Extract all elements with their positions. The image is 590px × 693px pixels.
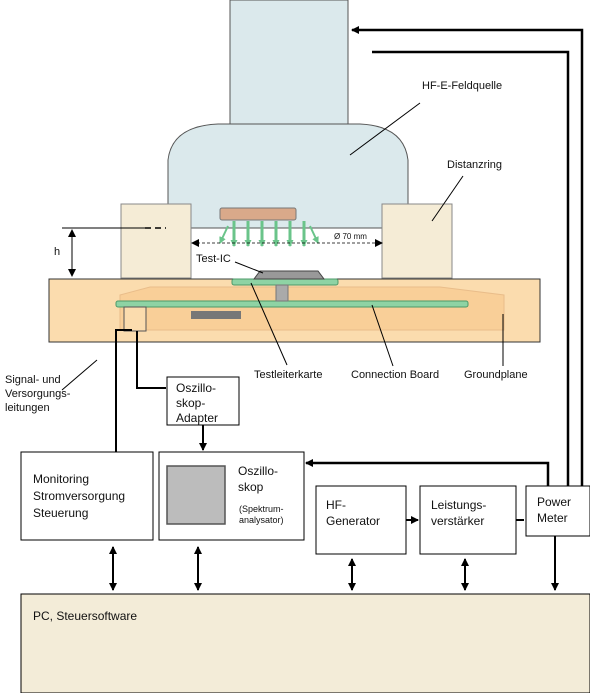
test-board (231, 278, 339, 286)
h-label: h (54, 246, 60, 258)
diameter-label: Ø 70 mm (334, 232, 367, 241)
signal-connector (123, 306, 147, 332)
adapter-wire (136, 331, 166, 389)
test-ic-label: Test-IC (196, 253, 231, 265)
source-label: HF-E-Feldquelle (422, 80, 502, 92)
field-lines (219, 221, 319, 247)
distance-ring-left (120, 203, 192, 279)
e-field-source (167, 0, 409, 229)
spectrum-analyzer-label: (Spektrum- analysator) (239, 504, 286, 525)
oscilloscope-adapter-label: Oszillo- skop- Adapter (176, 381, 219, 425)
board-connector (275, 284, 289, 302)
hf-generator-label: HF- Generator (326, 498, 380, 528)
monitoring-wire (115, 329, 132, 455)
connection-board-label: Connection Board (351, 369, 439, 381)
pc-label: PC, Steuersoftware (33, 609, 137, 623)
field-probe (219, 207, 297, 221)
pc-box (20, 593, 590, 693)
oscilloscope-adapter-box (166, 376, 240, 426)
power-meter-label: Power Meter (537, 495, 574, 525)
oscilloscope-label: Oszillo- skop (238, 464, 281, 494)
ring-label: Distanzring (447, 159, 502, 171)
source-to-meter-line (372, 50, 570, 486)
connection-board (115, 300, 469, 308)
groundplane-label: Groundplane (464, 369, 528, 381)
monitoring-label: Monitoring Stromversorgung Steuerung (33, 472, 128, 520)
power-meter-box (525, 485, 590, 537)
meter-to-source-arrow (351, 26, 584, 486)
groundplane-base (48, 278, 541, 343)
meter-to-scope-arrow (305, 459, 550, 486)
test-ic (253, 270, 325, 280)
amplifier-label: Leistungs- verstärker (431, 498, 490, 528)
hf-generator-box (315, 485, 407, 555)
monitoring-box (20, 451, 154, 541)
distance-ring-right (381, 203, 453, 279)
testleiterkarte-label: Testleiterkarte (254, 369, 322, 381)
signal-lines-label: Signal- und Versorgungs- leitungen (5, 374, 74, 414)
oscilloscope-screen (166, 465, 226, 525)
board-component (191, 311, 241, 319)
